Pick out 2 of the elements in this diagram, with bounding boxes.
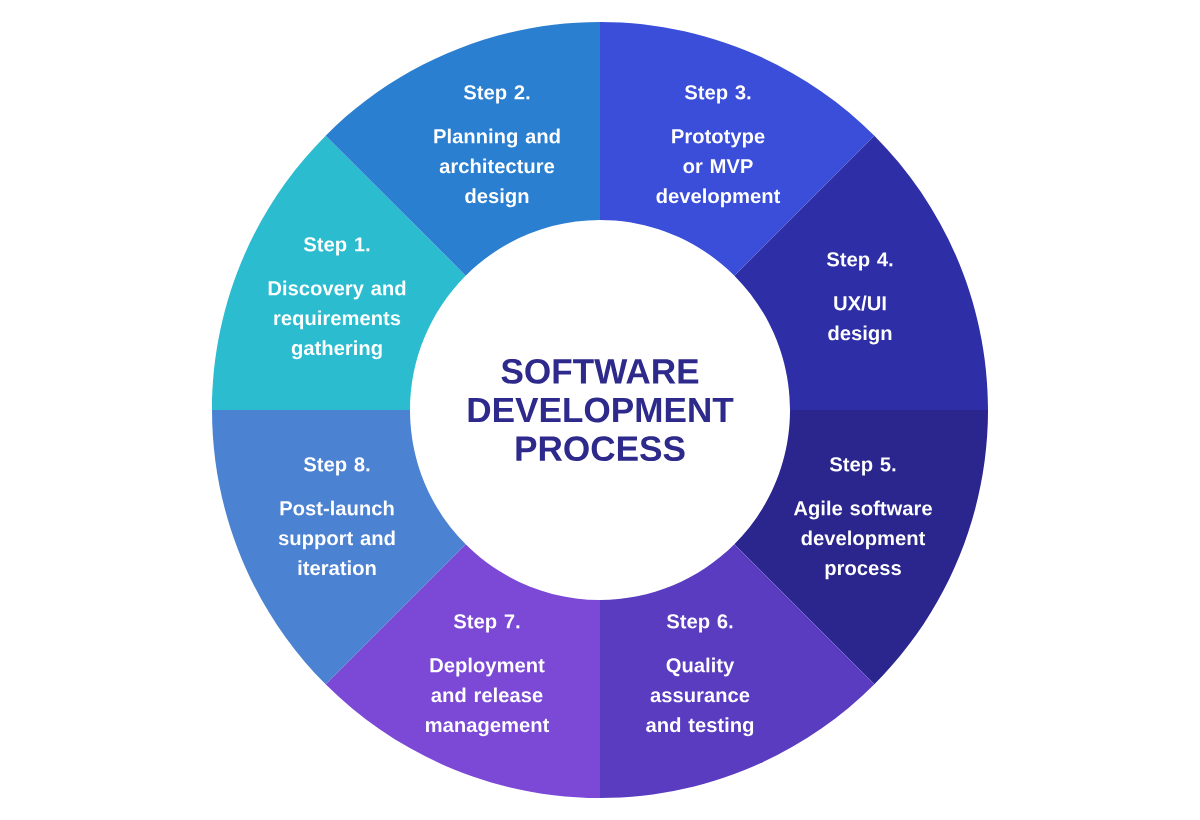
ring-segment: Step 5. Agile software development process xyxy=(734,410,988,685)
center-title: SOFTWARE DEVELOPMENT PROCESS xyxy=(468,358,734,462)
